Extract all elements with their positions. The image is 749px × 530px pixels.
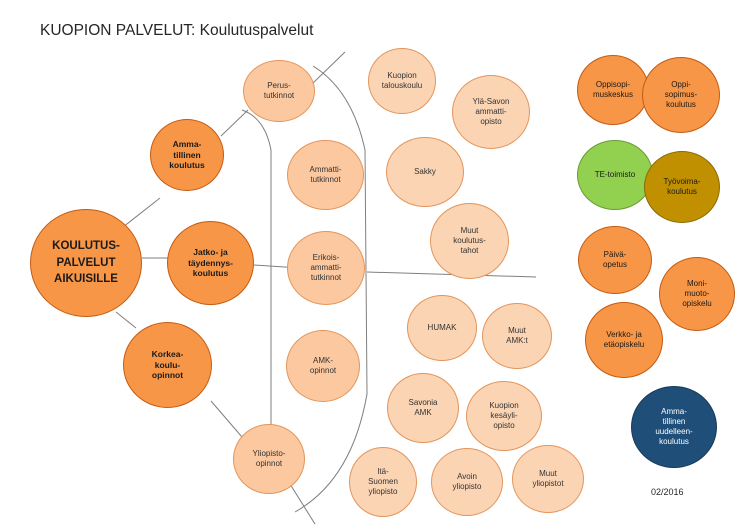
- node-humak: HUMAK: [407, 295, 477, 361]
- node-label: Itä- Suomen yliopisto: [368, 467, 398, 496]
- node-label: KOULUTUS- PALVELUT AIKUISILLE: [52, 239, 120, 286]
- node-monimuoto-opiskelu: Moni- muoto- opiskelu: [659, 257, 735, 331]
- node-label: Muut AMK:t: [506, 326, 528, 345]
- node-label: Sakky: [414, 167, 436, 176]
- node-label: Erikois- ammatti- tutkinnot: [310, 253, 342, 282]
- node-paivaopetus: Päivä- opetus: [578, 226, 652, 294]
- node-te-toimisto: TE-toimisto: [577, 140, 653, 210]
- node-ita-suomen-yliopisto: Itä- Suomen yliopisto: [349, 447, 417, 517]
- connector-root-korkea: [115, 311, 137, 329]
- node-label: Kuopion talouskoulu: [381, 71, 423, 90]
- page-title: KUOPION PALVELUT: Koulutuspalvelut: [40, 22, 314, 39]
- inner-arc: [241, 109, 272, 450]
- node-label: HUMAK: [427, 323, 457, 332]
- node-oppisopimuskoulutus: Oppi- sopimus- koulutus: [642, 57, 720, 133]
- node-label: Avoin yliopisto: [452, 472, 482, 491]
- node-jatko-ja-taydennyskoulutus: Jatko- ja täydennys- koulutus: [167, 221, 254, 305]
- node-label: Ylä-Savon ammatti- opisto: [472, 97, 510, 126]
- node-ammatillinen-uudelleenkoulutus: Amma- tillinen uudelleen- koulutus: [631, 386, 717, 468]
- node-erikoisammattitutkinnot: Erikois- ammatti- tutkinnot: [287, 231, 365, 305]
- node-label: Oppisopi- muskeskus: [592, 80, 633, 99]
- node-yla-savon-ammattiopisto: Ylä-Savon ammatti- opisto: [452, 75, 530, 149]
- node-label: Perus- tutkinnot: [263, 81, 295, 100]
- node-ammattitutkinnot: Ammatti- tutkinnot: [287, 140, 364, 210]
- node-label: Moni- muoto- opiskelu: [682, 279, 712, 308]
- node-label: Kuopion kesäyli- opisto: [489, 401, 519, 430]
- node-label: Savonia AMK: [408, 398, 438, 417]
- node-label: Päivä- opetus: [602, 250, 628, 269]
- node-savonia-amk: Savonia AMK: [387, 373, 459, 443]
- node-koulutuspalvelut-aikuisille: KOULUTUS- PALVELUT AIKUISILLE: [30, 209, 142, 317]
- node-ammatillinen-koulutus: Amma- tillinen koulutus: [150, 119, 224, 191]
- node-muut-koulutustahot: Muut koulutus- tahot: [430, 203, 509, 279]
- connector-ammatillinen-perus: [220, 109, 249, 137]
- node-label: Verkko- ja etäopiskelu: [603, 330, 645, 349]
- node-muut-amkt: Muut AMK:t: [482, 303, 552, 369]
- node-label: Jatko- ja täydennys- koulutus: [188, 247, 233, 279]
- node-label: Amma- tillinen uudelleen- koulutus: [655, 407, 693, 446]
- node-muut-yliopistot: Muut yliopistot: [512, 445, 584, 513]
- node-tyovoimakoulutus: Työvoima- koulutus: [644, 151, 720, 223]
- node-oppisopimuskeskus: Oppisopi- muskeskus: [577, 55, 649, 125]
- connector-korkea-yliopisto: [210, 400, 243, 438]
- node-label: Oppi- sopimus- koulutus: [664, 80, 698, 109]
- connector-yliopisto-fan: [289, 483, 316, 525]
- outer-arc: [294, 65, 368, 513]
- node-label: Amma- tillinen koulutus: [169, 139, 205, 171]
- node-korkeakouluopinnot: Korkea- koulu- opinnot: [123, 322, 212, 408]
- node-label: Muut koulutus- tahot: [453, 226, 486, 255]
- node-label: TE-toimisto: [594, 170, 636, 179]
- node-label: Korkea- koulu- opinnot: [151, 349, 184, 381]
- node-label: Ammatti- tutkinnot: [309, 165, 342, 184]
- footer-date: 02/2016: [651, 487, 684, 497]
- connector-perus-fan: [311, 51, 346, 85]
- node-kuopion-talouskoulu: Kuopion talouskoulu: [368, 48, 436, 114]
- node-yliopisto-opinnot: Yliopisto- opinnot: [233, 424, 305, 494]
- node-label: Yliopisto- opinnot: [252, 449, 286, 468]
- node-label: Työvoima- koulutus: [663, 177, 701, 196]
- node-kuopion-kesayliopisto: Kuopion kesäyli- opisto: [466, 381, 542, 451]
- node-avoin-yliopisto: Avoin yliopisto: [431, 448, 503, 516]
- node-amk-opinnot: AMK- opinnot: [286, 330, 360, 402]
- node-label: Muut yliopistot: [532, 469, 564, 488]
- node-verkko-ja-etaopiskelu: Verkko- ja etäopiskelu: [585, 302, 663, 378]
- node-sakky: Sakky: [386, 137, 464, 207]
- node-perustutkinnot: Perus- tutkinnot: [243, 60, 315, 122]
- node-label: AMK- opinnot: [309, 356, 337, 375]
